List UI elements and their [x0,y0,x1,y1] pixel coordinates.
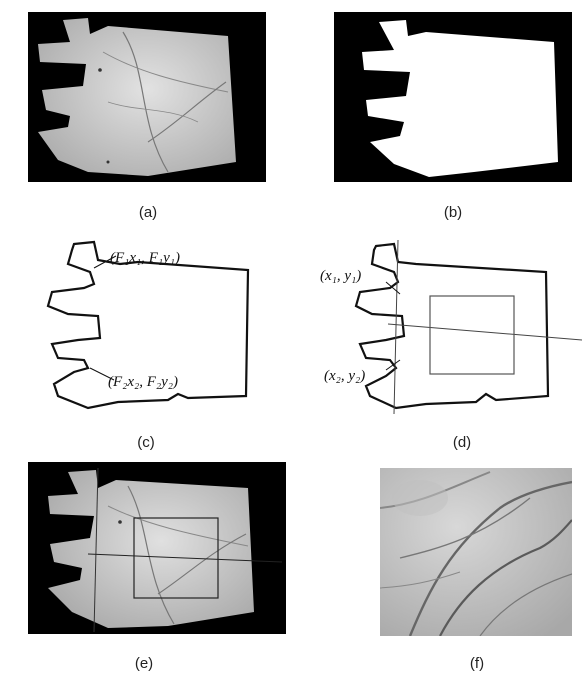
point-label-x2: (x₂, y₂) [324,368,365,384]
panel-d-roi: (x₁, y₁) (x₂, y₂) [316,236,586,416]
caption-b: (b) [423,204,483,221]
point-label-f2: (F₂x₂, F₂y₂) [108,374,178,390]
panel-a-palm-image [28,12,266,182]
caption-c: (c) [116,434,176,451]
vertical-axis [394,240,398,414]
point-label-f1: (F₁x₁, F₁y₁) [110,250,180,266]
caption-e: (e) [114,655,174,672]
caption-d: (d) [432,434,492,451]
panel-c-contour: (F₁x₁, F₁y₁) (F₂x₂, F₂y₂) [28,236,268,416]
panel-e-palm-roi [28,462,286,634]
caption-a: (a) [118,204,178,221]
roi-square [430,296,514,374]
caption-f: (f) [447,655,507,672]
panel-f-roi-crop [380,468,572,636]
horizontal-axis [388,324,582,340]
point-label-x1: (x₁, y₁) [320,268,361,284]
palm-contour [356,244,548,408]
panel-b-binary-mask [334,12,572,182]
